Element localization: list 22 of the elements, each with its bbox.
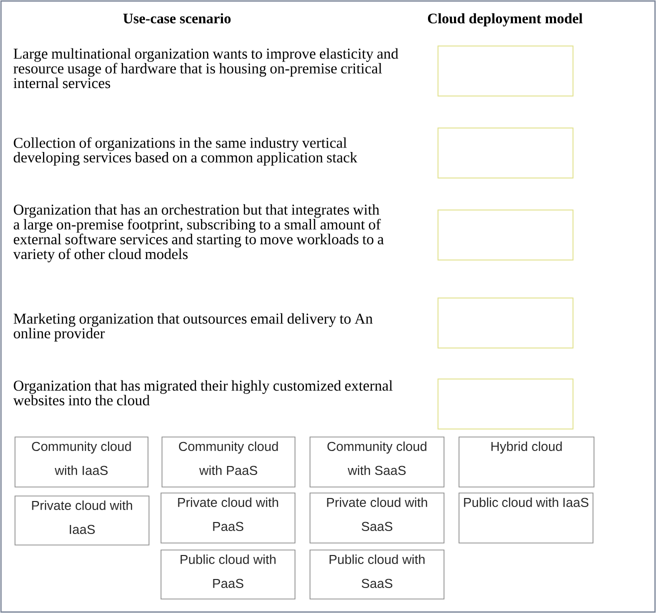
column-heading: Cloud deployment model: [428, 13, 582, 26]
option-box: Private cloud with PaaS: [160, 492, 296, 544]
scenario-text: Collection of organizations in the same industry vertical developing services based on a common application stack: [14, 137, 358, 166]
option-box: Community cloud with PaaS: [162, 436, 296, 488]
answer-box: [438, 298, 574, 348]
option-box: Public cloud with IaaS: [458, 492, 594, 544]
option-box: Public cloud with SaaS: [310, 550, 444, 600]
option-box: Community cloud with IaaS: [14, 436, 148, 488]
answer-box: [438, 210, 574, 260]
scenario-text: Large multinational organization wants to improve elasticity and resource usage of hardware that is housing on-premise critical internal services: [14, 48, 398, 88]
column-heading: Use-case scenario: [123, 13, 231, 24]
scenario-text: Organization that has an orchestration but that integrates with a large on-premise footprint, subscribing to a small amount of external software services and starting to move workloads to a variety of other cloud models: [13, 204, 384, 262]
option-box: Private cloud with SaaS: [310, 492, 444, 544]
answer-box: [438, 378, 574, 430]
scenario-text: Organization that has migrated their highly customized external websites into the cloud: [13, 380, 393, 406]
option-box: Private cloud with IaaS: [14, 496, 150, 546]
option-box: Community cloud with SaaS: [310, 436, 444, 488]
option-box: Public cloud with PaaS: [160, 550, 296, 600]
option-box: Hybrid cloud: [458, 436, 594, 488]
answer-box: [438, 128, 574, 178]
answer-box: [438, 46, 574, 96]
scenario-text: Marketing organization that outsources email delivery to An online provider: [14, 313, 373, 342]
